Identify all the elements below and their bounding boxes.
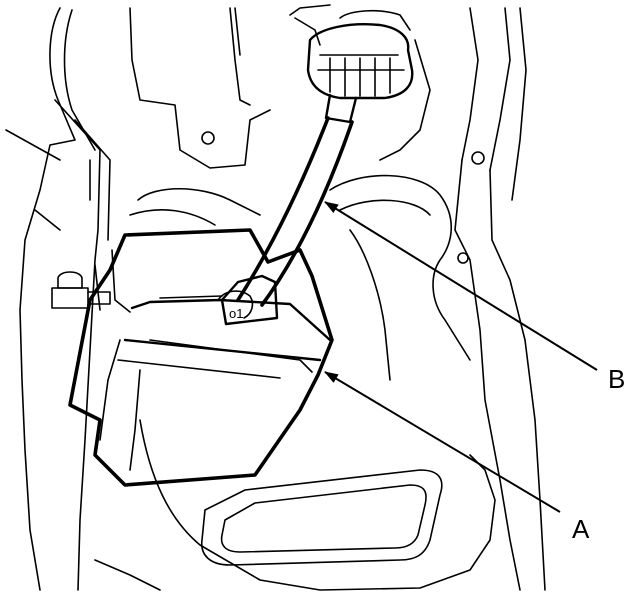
callout-label-b: B: [608, 364, 625, 394]
callout-label-a: A: [572, 514, 590, 544]
callout-leader-b: [324, 201, 598, 371]
background-structure: [5, 7, 546, 591]
component-marking: o1: [229, 306, 243, 321]
callout-leader-a: [324, 371, 561, 513]
component-housing: [68, 228, 334, 487]
cable-assembly: [236, 4, 414, 307]
